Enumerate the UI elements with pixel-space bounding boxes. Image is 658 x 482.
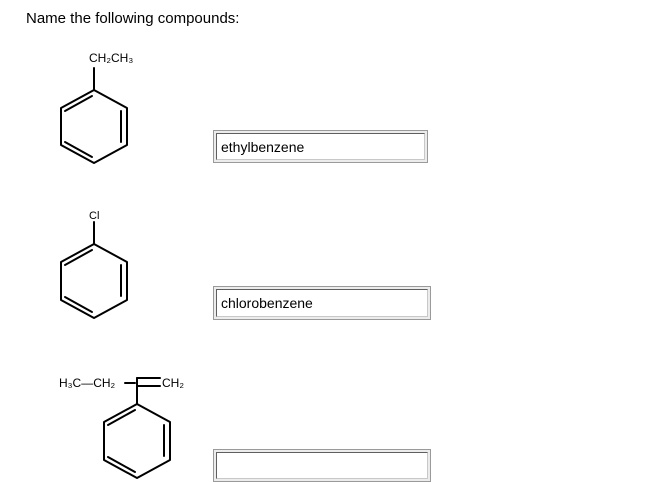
compound-3-answer-input[interactable] <box>216 452 428 479</box>
compound-1-double-bond <box>64 141 93 158</box>
compound-2-answer-input[interactable] <box>216 289 428 317</box>
answer-box-3 <box>213 449 431 482</box>
compound-2-chloro-label: Cl <box>89 210 99 222</box>
compound-3-methylene-label: CH₂ <box>162 376 184 390</box>
compound-1-answer-input[interactable] <box>216 133 425 160</box>
compound-3-benzene-ring <box>103 377 171 479</box>
compound-1-ring-outline <box>60 89 128 164</box>
compound-2-ring-outline <box>60 243 128 319</box>
compound-3-ring-outline <box>103 403 171 479</box>
compound-2-benzene-ring <box>60 221 128 319</box>
compound-2-double-bond <box>64 249 93 266</box>
compound-1-ethyl-label: CH₂CH₃ <box>89 51 133 65</box>
answer-box-2 <box>213 286 431 320</box>
compound-1-double-bond <box>64 95 93 112</box>
instructions-text: Name the following compounds: <box>26 10 240 27</box>
compound-3-double-bond <box>107 409 136 426</box>
compound-1-benzene-ring <box>60 67 128 164</box>
compound-3-double-bond <box>107 456 136 473</box>
compound-3-propyl-label: H₃C—CH₂ <box>59 376 116 390</box>
answer-box-1 <box>213 130 428 163</box>
compound-2-double-bond <box>64 296 93 313</box>
